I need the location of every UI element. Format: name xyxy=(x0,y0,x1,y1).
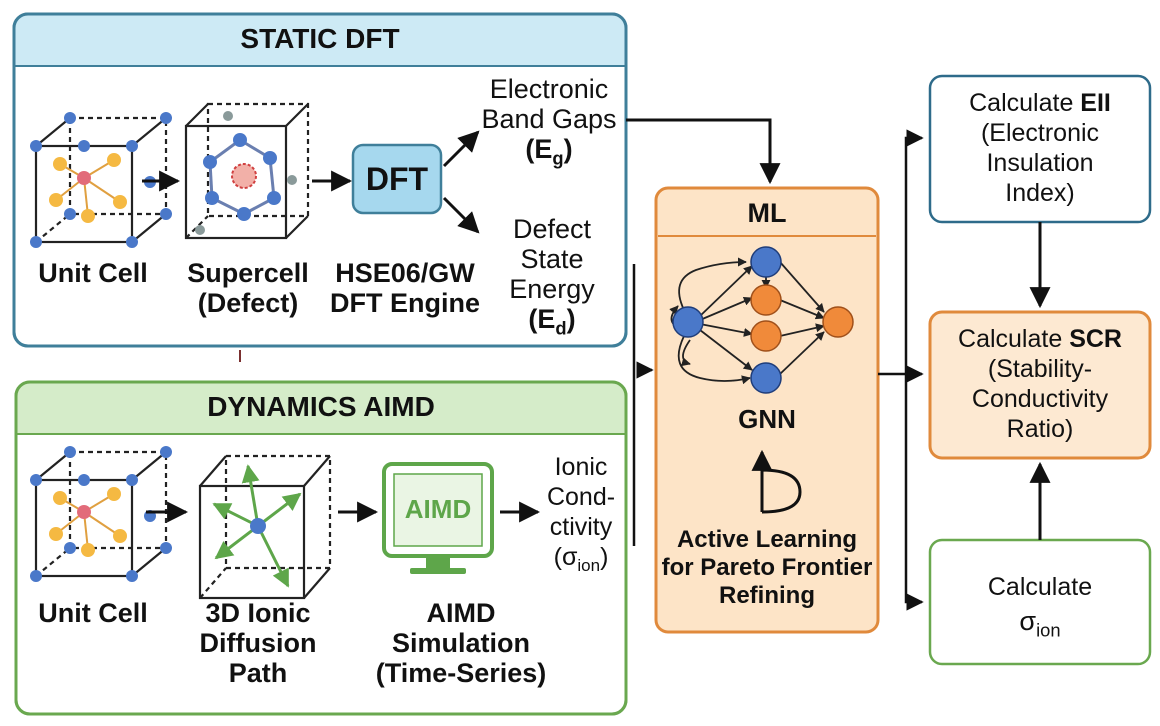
band-gaps-output: Electronic Band Gaps (Eg) xyxy=(481,74,617,169)
diffusion-path-label: 3D Ionic Diffusion Path xyxy=(199,598,317,688)
merge-bracket xyxy=(632,264,654,546)
ml-title: ML xyxy=(747,198,787,228)
diffusion-path-icon xyxy=(198,454,332,600)
sigma-box-text: Calculate σion xyxy=(987,573,1093,641)
static-dft-title: STATIC DFT xyxy=(240,23,400,54)
dft-engine-label: HSE06/GW DFT Engine xyxy=(330,258,480,318)
ml-to-right-connectors xyxy=(878,129,924,611)
aimd-monitor-icon xyxy=(382,462,494,574)
aimd-simulation-label: AIMD Simulation (Time-Series) xyxy=(375,598,547,688)
arrow-dft-to-defect xyxy=(442,196,480,234)
supercell-label: Supercell (Defect) xyxy=(187,258,309,318)
unit-cell-static-icon xyxy=(30,112,172,248)
active-learning-label: Active Learning for Pareto Frontier Refi… xyxy=(661,526,873,609)
connector-bandgaps-to-ml xyxy=(626,118,781,185)
arrow-dft-to-bandgaps xyxy=(442,130,480,168)
unit-cell-dynamics-icon xyxy=(30,446,172,582)
dft-box-label: DFT xyxy=(365,161,429,197)
unit-cell-static-label: Unit Cell xyxy=(38,258,148,288)
defect-energy-output: Defect State Energy (Ed) xyxy=(509,214,595,339)
ionic-conductivity-output: Ionic Cond- ctivity (σion) xyxy=(546,453,616,575)
ml-panel xyxy=(654,186,880,634)
unit-cell-dynamics-label: Unit Cell xyxy=(38,598,148,628)
dft-box xyxy=(351,143,443,215)
supercell-icon xyxy=(184,102,310,240)
aimd-monitor-label: AIMD xyxy=(404,494,472,524)
eii-box-text: Calculate EII (Electronic Insulation Ind… xyxy=(969,89,1111,207)
scr-box xyxy=(928,310,1152,460)
active-learning-loop-icon xyxy=(751,449,802,514)
scr-box-text: Calculate SCR (Stability- Conductivity R… xyxy=(958,325,1122,443)
gnn-label: GNN xyxy=(738,404,796,434)
gnn-network-icon xyxy=(669,246,854,394)
dynamics-aimd-title: DYNAMICS AIMD xyxy=(207,391,435,422)
